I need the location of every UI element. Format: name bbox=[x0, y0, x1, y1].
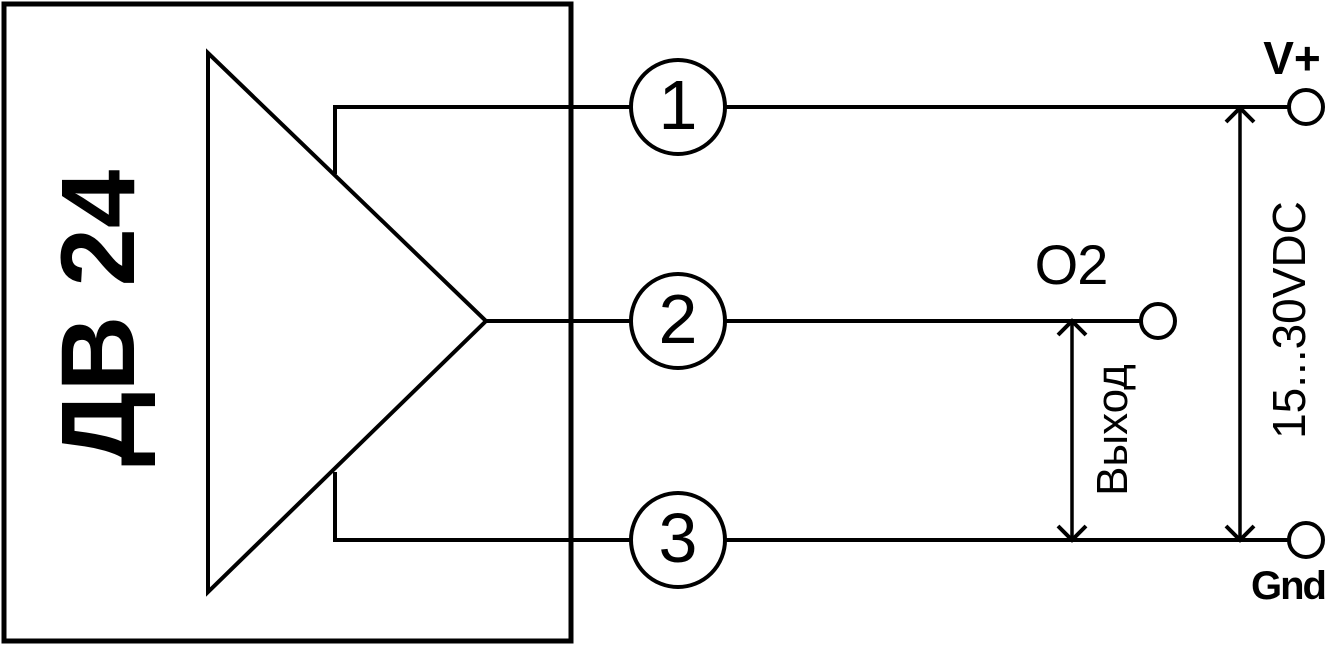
output-terminal-label: O2 bbox=[1035, 233, 1108, 296]
supply-dimension-arrow-up-icon bbox=[1224, 105, 1256, 124]
device-label: ДВ 24 bbox=[40, 170, 157, 467]
supply-terminal-label: V+ bbox=[1263, 32, 1321, 84]
amplifier-triangle-icon bbox=[206, 48, 489, 597]
output-dimension-label: Выход bbox=[1088, 364, 1137, 496]
supply-range-label: 15...30VDC bbox=[1263, 201, 1315, 439]
pin-1-number: 1 bbox=[659, 66, 698, 144]
output-dimension-arrow-up-icon bbox=[1056, 318, 1088, 337]
pin-2-circle bbox=[629, 272, 727, 370]
output-terminal-circle bbox=[1139, 302, 1177, 340]
pin-2-number: 2 bbox=[659, 280, 698, 358]
device-outline bbox=[1, 1, 574, 644]
wire-pin3-left bbox=[333, 472, 631, 542]
ground-terminal-label: Gnd bbox=[1251, 564, 1325, 608]
output-dimension-arrow-down-icon bbox=[1056, 524, 1088, 543]
supply-dimension-arrow-down-icon bbox=[1224, 524, 1256, 543]
pin-3-number: 3 bbox=[659, 499, 698, 577]
output-dimension: Выход bbox=[1056, 318, 1137, 543]
pin-3-circle bbox=[629, 491, 727, 589]
wire-pin1-left bbox=[333, 105, 631, 174]
pin-1-circle bbox=[629, 58, 727, 156]
supply-terminal-circle bbox=[1287, 88, 1325, 126]
ground-terminal-circle bbox=[1287, 521, 1325, 559]
supply-dimension: 15...30VDC bbox=[1224, 105, 1315, 543]
